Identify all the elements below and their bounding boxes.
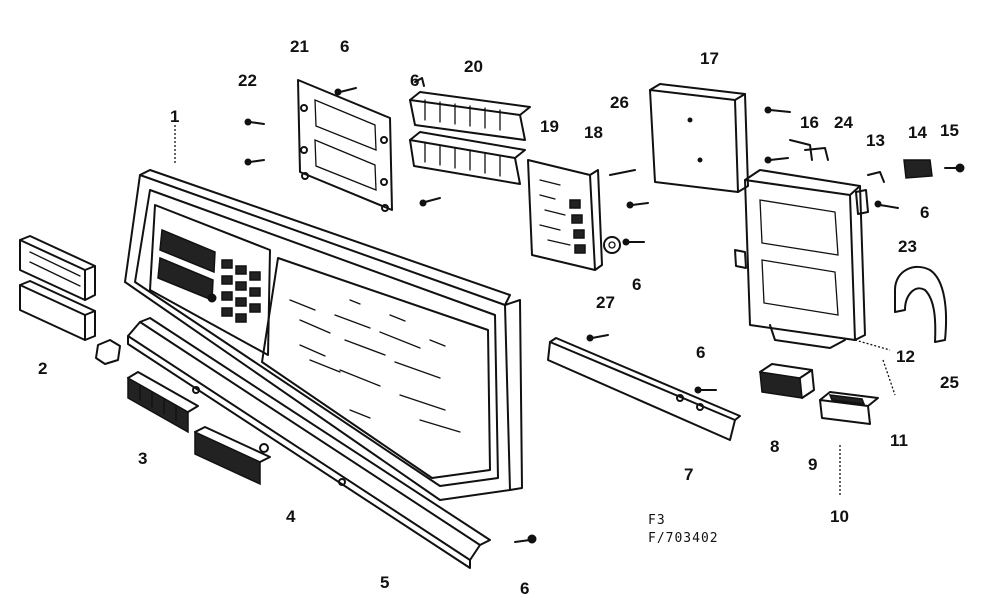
callout-22: 22 [238,71,257,90]
callout-17: 17 [700,49,719,68]
trim-strip-part [127,317,491,569]
leader-lines [174,125,896,495]
callout-6c: 6 [696,343,705,362]
callout-labels: 1 2 3 4 5 6 6 6 6 6 7 8 9 10 11 12 13 14… [38,37,959,598]
callout-8: 8 [770,437,779,456]
callout-14: 14 [908,123,927,142]
relay-block-part [819,391,879,425]
clip-part [609,169,636,176]
grommet-part [603,236,621,254]
switch-assembly-lower-part [409,131,526,185]
callout-12: 12 [896,347,915,366]
callout-6d: 6 [920,203,929,222]
callout-19: 19 [540,117,559,136]
callout-15: 15 [940,121,959,140]
callout-26: 26 [610,93,629,112]
callout-9: 9 [808,455,817,474]
switch-bar-part [194,426,271,486]
keypad-buttons [207,259,261,323]
callout-7: 7 [684,465,693,484]
button-bar-part [127,371,199,434]
callout-3: 3 [138,449,147,468]
mounting-frame-part [734,169,866,349]
callout-27: 27 [596,293,615,312]
callout-21: 21 [290,37,309,56]
callout-6a: 6 [340,37,349,56]
small-fittings [789,139,933,215]
callout-16: 16 [800,113,819,132]
callout-4: 4 [286,507,296,526]
drawing-number-line1: F3 [648,513,666,528]
callout-5: 5 [380,573,389,592]
screw-fasteners [244,87,965,544]
switch-assembly-upper-part [409,77,531,141]
terminal-block-part [759,363,815,399]
callout-25: 25 [940,373,959,392]
callout-6b: 6 [632,275,641,294]
callout-23: 23 [898,237,917,256]
knobs-part [19,235,121,365]
cover-box-part [649,83,749,193]
console-panel-part [124,169,523,501]
rail-part [547,337,741,441]
callout-6f: 6 [410,71,419,90]
bracket-part [297,79,393,212]
callout-20: 20 [464,57,483,76]
bracket-clip-part [894,265,948,343]
callout-10: 10 [830,507,849,526]
callout-13: 13 [866,131,885,150]
drawing-number: F3 F/703402 [648,513,719,546]
callout-18: 18 [584,123,603,142]
circuit-board-part [527,159,603,271]
drawing-number-line2: F/703402 [648,531,719,546]
callout-11: 11 [890,431,908,450]
callout-2: 2 [38,359,47,378]
callout-24: 24 [834,113,853,132]
callout-1: 1 [170,107,179,126]
callout-6e: 6 [520,579,529,598]
